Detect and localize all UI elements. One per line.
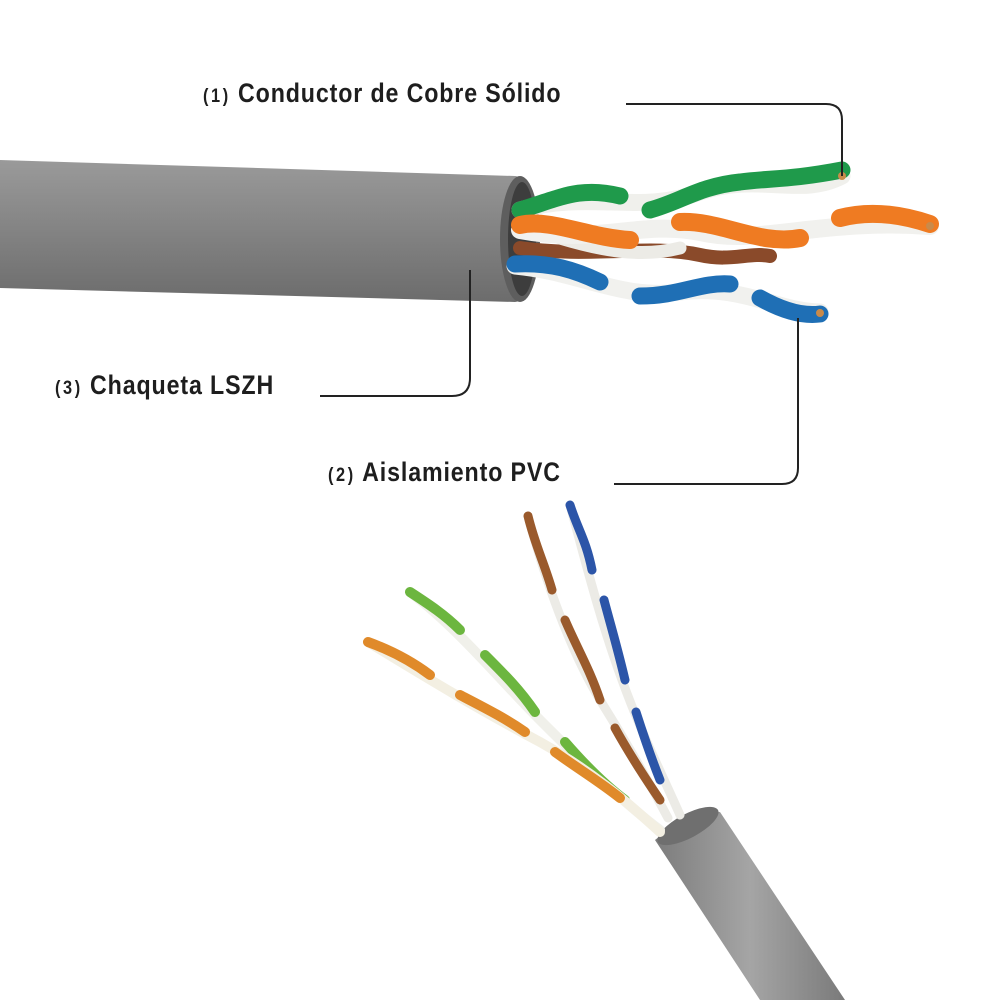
bottom-orange-pair (363, 637, 665, 837)
label-copper-conductor: (1) Conductor de Cobre Sólido (203, 80, 561, 107)
leader-line-2 (614, 318, 799, 485)
label-1-text: Conductor de Cobre Sólido (238, 78, 562, 108)
leader-line-3 (320, 270, 471, 397)
label-1-number: (1) (203, 86, 231, 107)
jacket-lszh (0, 160, 535, 302)
bottom-blue-pair (565, 500, 685, 820)
bottom-jacket (655, 811, 845, 1000)
orange-pair (511, 204, 939, 249)
label-3-number: (3) (55, 378, 83, 399)
leader-line-1 (626, 103, 843, 176)
bottom-cable (363, 500, 845, 1000)
green-pair (511, 161, 851, 219)
blue-pair (506, 255, 829, 323)
label-3-text: Chaqueta LSZH (90, 370, 275, 400)
label-lszh-jacket: (3) Chaqueta LSZH (55, 372, 274, 399)
label-pvc-insulation: (2) Aislamiento PVC (328, 459, 561, 486)
label-2-number: (2) (328, 465, 356, 486)
bottom-brown-pair (523, 511, 673, 823)
top-cable (0, 160, 939, 323)
leader-lines (320, 103, 843, 485)
label-2-text: Aislamiento PVC (362, 457, 561, 487)
